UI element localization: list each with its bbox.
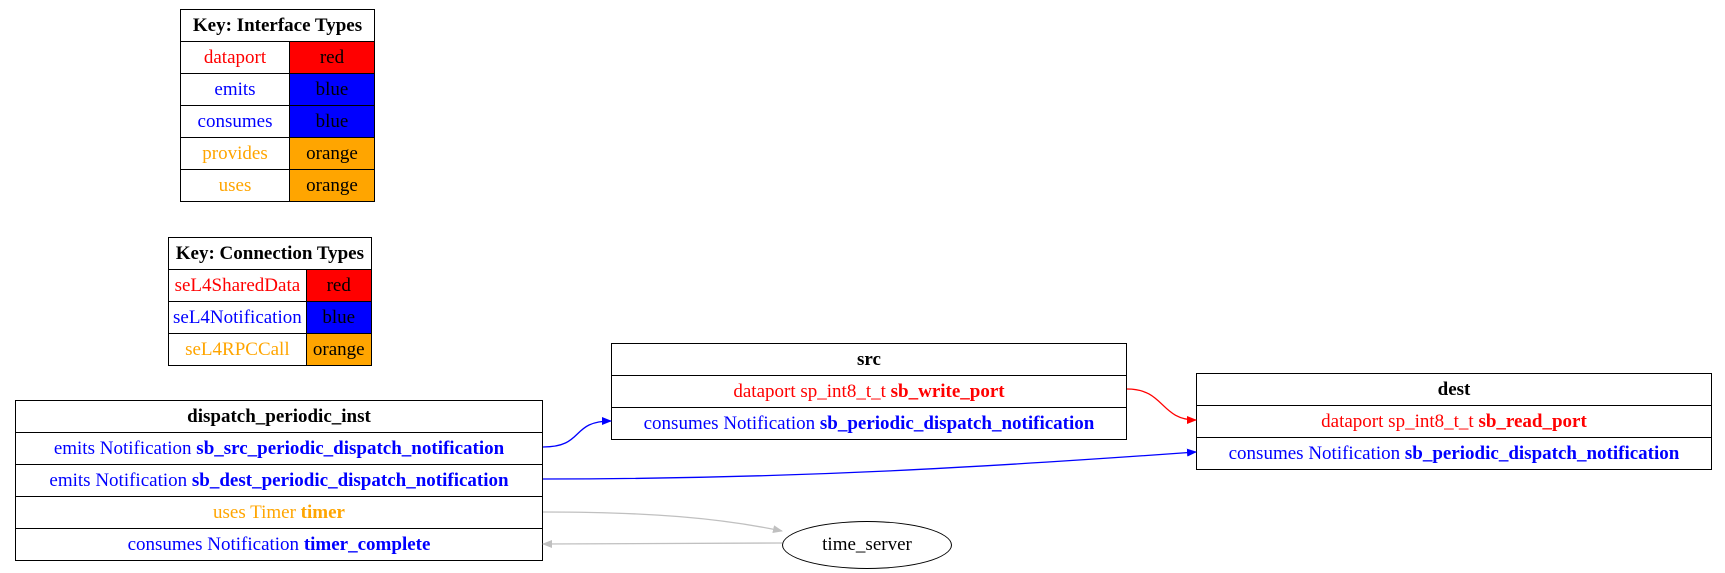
- edge-dispatch-to-dest: [542, 448, 1197, 480]
- key-swatch-orange: orange: [289, 137, 375, 170]
- edge-timer-to-time-server: [542, 511, 783, 534]
- time-server-node: time_server: [782, 521, 952, 569]
- key-swatch-blue: blue: [289, 73, 375, 106]
- port-dataport-read: dataport sp_int8_t_t sb_read_port: [1196, 405, 1712, 438]
- key-swatch-red: red: [289, 41, 375, 74]
- key-label-uses: uses: [180, 169, 290, 202]
- connection-types-key: Key: Connection Types seL4SharedData red…: [168, 237, 372, 366]
- node-title: src: [611, 343, 1127, 376]
- port-uses-timer: uses Timer timer: [15, 496, 543, 529]
- connection-key-title: Key: Connection Types: [168, 237, 372, 270]
- key-label-provides: provides: [180, 137, 290, 170]
- port-emits-dest-dispatch: emits Notification sb_dest_periodic_disp…: [15, 464, 543, 497]
- key-label-sel4shareddata: seL4SharedData: [168, 269, 307, 302]
- edge-dispatch-to-src: [542, 417, 612, 448]
- key-swatch-blue: blue: [305, 301, 372, 334]
- key-swatch-orange: orange: [305, 333, 372, 366]
- src-node: src dataport sp_int8_t_t sb_write_port c…: [611, 343, 1127, 440]
- key-label-consumes: consumes: [180, 105, 290, 138]
- dispatch-periodic-inst-node: dispatch_periodic_inst emits Notificatio…: [15, 400, 543, 561]
- dest-node: dest dataport sp_int8_t_t sb_read_port c…: [1196, 373, 1712, 470]
- key-swatch-blue: blue: [289, 105, 375, 138]
- node-title: dest: [1196, 373, 1712, 406]
- port-consumes-dispatch: consumes Notification sb_periodic_dispat…: [1196, 437, 1712, 470]
- key-label-dataport: dataport: [180, 41, 290, 74]
- port-consumes-timer-complete: consumes Notification timer_complete: [15, 528, 543, 561]
- edge-src-write-to-dest-read: [1126, 388, 1197, 424]
- key-swatch-orange: orange: [289, 169, 375, 202]
- port-consumes-dispatch: consumes Notification sb_periodic_dispat…: [611, 407, 1127, 440]
- port-dataport-write: dataport sp_int8_t_t sb_write_port: [611, 375, 1127, 408]
- interface-types-key: Key: Interface Types dataport red emits …: [180, 9, 375, 202]
- interface-key-title: Key: Interface Types: [180, 9, 375, 42]
- edge-time-server-to-timer-complete: [542, 539, 783, 548]
